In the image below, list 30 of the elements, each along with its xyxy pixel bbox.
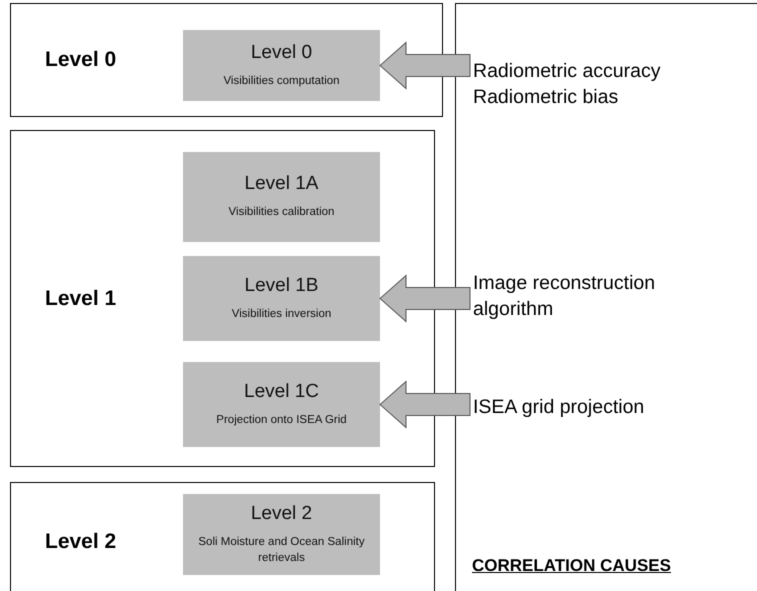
cause-text: Radiometric accuracy (473, 59, 662, 84)
block-arrow (379, 274, 470, 323)
step-description: Visibilities computation (223, 74, 340, 89)
level-group-box (10, 482, 435, 591)
step-description: Projection onto ISEA Grid (216, 412, 347, 428)
step-description: Visibilities inversion (232, 306, 332, 322)
cause-text: ISEA grid projection (473, 395, 646, 420)
process-box (183, 362, 380, 447)
step-title: Level 1B (244, 274, 318, 297)
process-box (183, 152, 380, 242)
step-description: Visibilities calibration (228, 205, 334, 220)
panel-heading: CORRELATION CAUSES (472, 556, 671, 576)
side-panel (455, 3, 757, 591)
process-box (183, 494, 380, 575)
group-heading: Level 1 (45, 286, 116, 310)
level-group-box (10, 130, 435, 467)
step-title: Level 1C (244, 380, 319, 403)
block-arrow (379, 41, 470, 90)
process-box (183, 30, 380, 101)
step-title: Level 2 (250, 502, 312, 525)
step-description: Soli Moisture and Ocean Salinity retrievals (197, 534, 366, 566)
step-title: Level 1A (244, 173, 318, 196)
group-heading: Level 2 (45, 530, 116, 554)
block-arrow (379, 380, 470, 429)
step-title: Level 0 (250, 42, 312, 64)
group-heading: Level 0 (45, 48, 116, 72)
cause-text: Image reconstruction algorithm (473, 271, 656, 322)
level-group-box (10, 3, 443, 117)
process-box (183, 256, 380, 341)
cause-text: Radiometric bias (473, 85, 620, 110)
